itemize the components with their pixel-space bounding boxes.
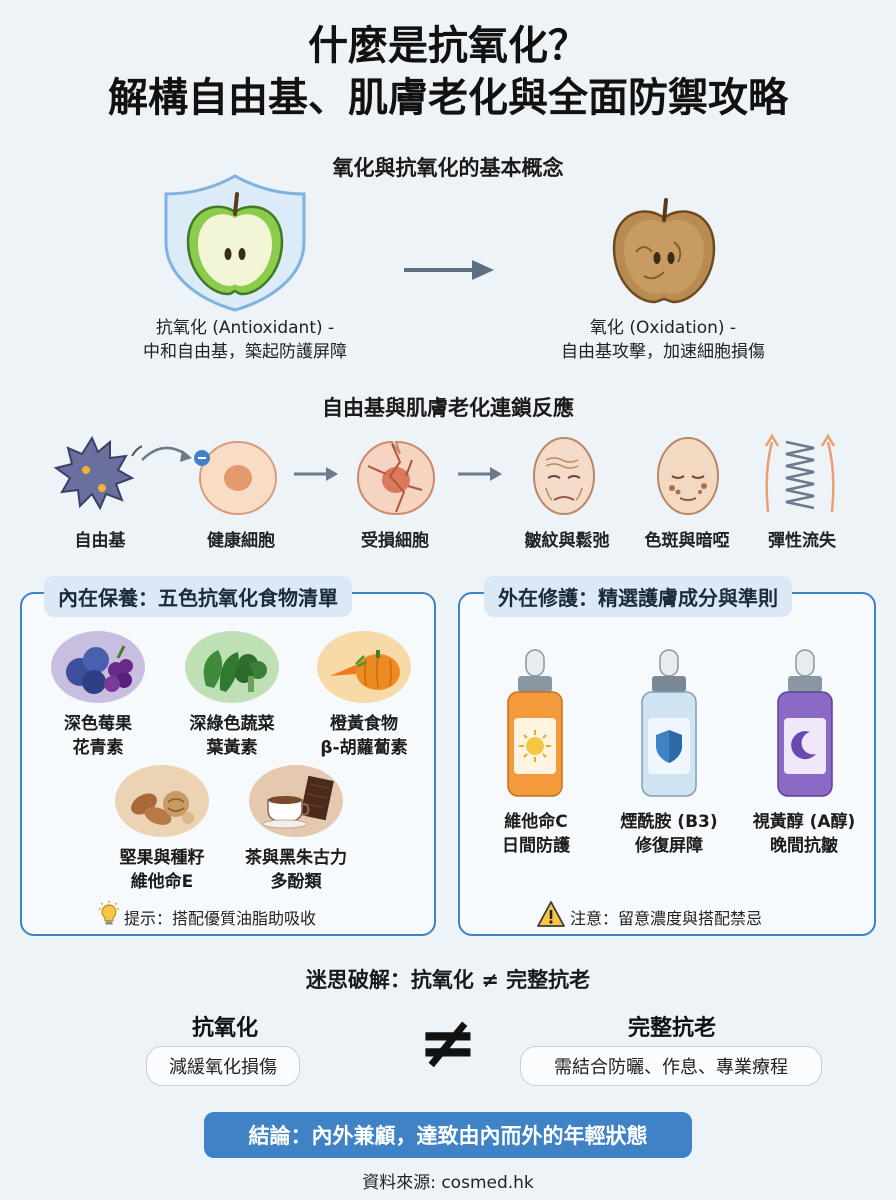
antioxidant-caption-line-1: 抗氧化 (Antioxidant) - xyxy=(155,318,335,338)
food-greens-label: 深綠色蔬菜 葉黃素 xyxy=(170,712,294,760)
chain-heading: 自由基與肌膚老化連鎖反應 xyxy=(322,396,574,420)
elasticity-spring-icon xyxy=(764,433,836,513)
food-orange-name: 橙黃食物 xyxy=(330,714,398,734)
oxidized-apple-icon xyxy=(612,198,716,304)
oxidation-caption-line-1: 氧化 (Oxidation) - xyxy=(589,318,737,338)
niacinamide-bottle-icon xyxy=(641,649,697,797)
serum-niacinamide-name: 煙酰胺 (B3) xyxy=(620,812,718,832)
not-equal-symbol: ≠ xyxy=(417,1000,479,1084)
antioxidant-caption-line-2: 中和自由基，築起防護屏障 xyxy=(143,342,347,362)
serum-vitamin-c-label: 維他命C 日間防護 xyxy=(476,810,596,858)
food-berries-name: 深色莓果 xyxy=(64,714,132,734)
myth-left-pill: 減緩氧化損傷 xyxy=(146,1046,300,1086)
vitamin-c-bottle-icon xyxy=(507,649,563,797)
chain-label-wrinkles: 皺紋與鬆弛 xyxy=(524,531,610,551)
food-greens-nutrient: 葉黃素 xyxy=(206,738,258,758)
food-tea-nutrient: 多酚類 xyxy=(270,872,322,892)
oxidation-caption-line-2: 自由基攻擊，加速細胞損傷 xyxy=(561,342,765,362)
berries-icon xyxy=(51,631,145,703)
myth-heading: 迷思破解：抗氧化 ≠ 完整抗老 xyxy=(305,968,591,992)
arrow-right-icon xyxy=(458,467,502,481)
spotted-face-icon xyxy=(657,437,719,515)
title-line-1: 什麼是抗氧化？ xyxy=(308,23,588,69)
arrow-right-icon xyxy=(294,467,338,481)
chain-label-free-radical: 自由基 xyxy=(74,531,126,551)
food-greens-name: 深綠色蔬菜 xyxy=(189,714,275,734)
food-orange-nutrient: β-胡蘿蔔素 xyxy=(320,738,408,758)
healthy-cell-icon xyxy=(194,441,277,515)
serum-retinol-label: 視黃醇 (A醇) 晚間抗皺 xyxy=(736,810,872,858)
title-line-2: 解構自由基、肌膚老化與全面防禦攻略 xyxy=(108,75,788,121)
chain-label-spots: 色斑與暗啞 xyxy=(644,531,730,551)
food-nuts-nutrient: 維他命E xyxy=(130,872,194,892)
food-nuts-name: 堅果與種籽 xyxy=(119,848,205,868)
greens-icon xyxy=(185,631,279,703)
food-nuts-label: 堅果與種籽 維他命E xyxy=(100,846,224,894)
concept-heading: 氧化與抗氧化的基本概念 xyxy=(332,156,564,180)
oxidation-caption: 氧化 (Oxidation) - 自由基攻擊，加速細胞損傷 xyxy=(518,316,808,364)
attack-arrow-icon xyxy=(141,446,192,462)
myth-right-title: 完整抗老 xyxy=(627,1016,716,1041)
food-orange-label: 橙黃食物 β-胡蘿蔔素 xyxy=(298,712,430,760)
food-berries-nutrient: 花青素 xyxy=(72,738,124,758)
chain-label-damaged-cell: 受損細胞 xyxy=(361,531,429,551)
warning-icon xyxy=(537,901,565,927)
inner-care-tag: 內在保養：五色抗氧化食物清單 xyxy=(44,576,352,617)
myth-right-pill: 需結合防曬、作息、專業療程 xyxy=(520,1046,822,1086)
source-credit: 資料來源: cosmed.hk xyxy=(362,1173,534,1193)
shielded-apple-icon xyxy=(164,174,306,312)
wrinkled-face-icon xyxy=(533,437,595,515)
chain-label-healthy-cell: 健康細胞 xyxy=(207,531,275,551)
arrow-right-icon xyxy=(404,260,494,280)
serum-vitamin-c-name: 維他命C xyxy=(504,812,568,832)
nuts-icon xyxy=(115,765,209,837)
serum-niacinamide-label: 煙酰胺 (B3) 修復屏障 xyxy=(604,810,734,858)
lightbulb-icon xyxy=(99,901,119,925)
tea-chocolate-icon xyxy=(249,765,343,837)
outer-note: 注意：留意濃度與搭配禁忌 xyxy=(570,909,763,928)
food-berries-label: 深色莓果 花青素 xyxy=(40,712,156,760)
myth-left-title: 抗氧化 xyxy=(191,1016,258,1041)
food-tea-name: 茶與黑朱古力 xyxy=(245,848,347,868)
antioxidant-caption: 抗氧化 (Antioxidant) - 中和自由基，築起防護屏障 xyxy=(100,316,390,364)
food-tea-label: 茶與黑朱古力 多酚類 xyxy=(226,846,366,894)
serum-retinol-name: 視黃醇 (A醇) xyxy=(752,812,856,832)
orange-foods-icon xyxy=(317,631,411,703)
free-radical-icon xyxy=(53,435,142,511)
outer-care-tag: 外在修護：精選護膚成分與準則 xyxy=(484,576,792,617)
serum-retinol-use: 晚間抗皺 xyxy=(770,836,838,856)
conclusion-banner: 結論：內外兼顧，達致由內而外的年輕狀態 xyxy=(204,1112,692,1158)
serum-niacinamide-use: 修復屏障 xyxy=(635,836,703,856)
inner-tip: 提示：搭配優質油脂助吸收 xyxy=(124,909,317,928)
damaged-cell-icon xyxy=(356,440,436,516)
retinol-bottle-icon xyxy=(777,649,833,797)
serum-vitamin-c-use: 日間防護 xyxy=(502,836,570,856)
chain-label-elasticity: 彈性流失 xyxy=(768,531,836,551)
